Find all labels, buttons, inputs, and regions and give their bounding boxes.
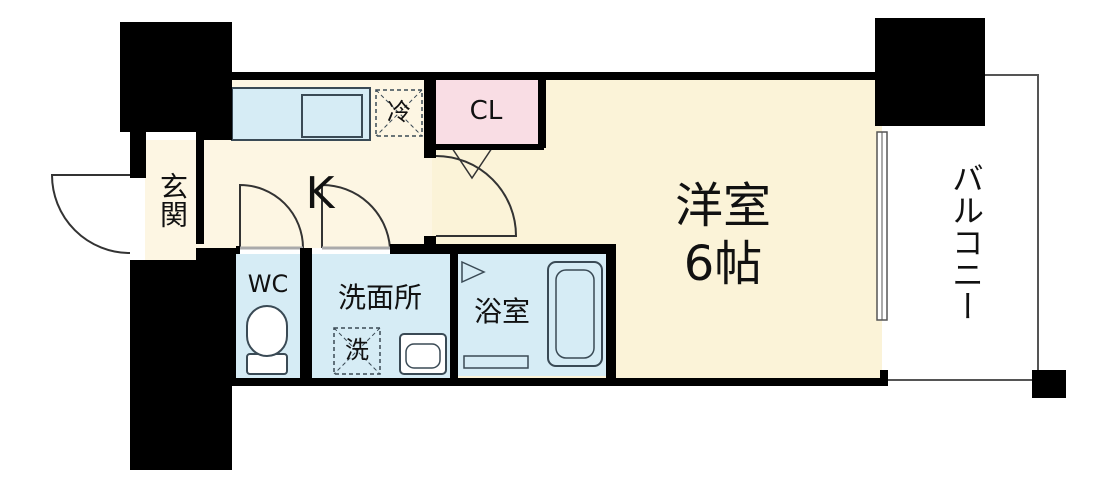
toilet-door <box>239 183 304 249</box>
bath-vent-icon <box>461 260 486 284</box>
toilet-label: WC <box>247 270 289 298</box>
wash-basin-bowl <box>405 343 441 369</box>
washer-diagonal-2 <box>333 327 381 375</box>
entrance-door <box>50 174 131 254</box>
fridge-space <box>375 89 423 137</box>
walls <box>120 18 1066 470</box>
washer-diagonal-1 <box>333 327 381 375</box>
bath-label: 浴室 <box>473 295 530 328</box>
washer-space <box>333 327 381 375</box>
washroom-label: 洗面所 <box>337 281 422 314</box>
western-room-label: 洋室 <box>674 178 771 234</box>
fridge-label: 冷 <box>387 98 411 126</box>
fridge-diagonal-1 <box>375 89 423 137</box>
entrance-floor <box>145 140 203 260</box>
closet-floor <box>432 80 542 144</box>
closet-label: CL <box>469 96 503 126</box>
bathtub-icon <box>547 261 603 367</box>
bath-step <box>463 355 529 369</box>
kitchen-label: K <box>305 168 335 219</box>
fridge-diagonal-2 <box>375 89 423 137</box>
kitchen-sink-icon <box>301 94 363 138</box>
western-room-size: 6帖 <box>683 236 763 292</box>
balcony-label: バルコニー <box>947 162 985 322</box>
entrance-label: 玄関 <box>156 172 189 228</box>
washroom-door <box>321 183 391 249</box>
western-room-door <box>435 155 518 237</box>
bathtub-inner <box>555 269 595 359</box>
washer-label: 洗 <box>345 336 369 364</box>
toilet-bowl-icon <box>246 305 288 357</box>
